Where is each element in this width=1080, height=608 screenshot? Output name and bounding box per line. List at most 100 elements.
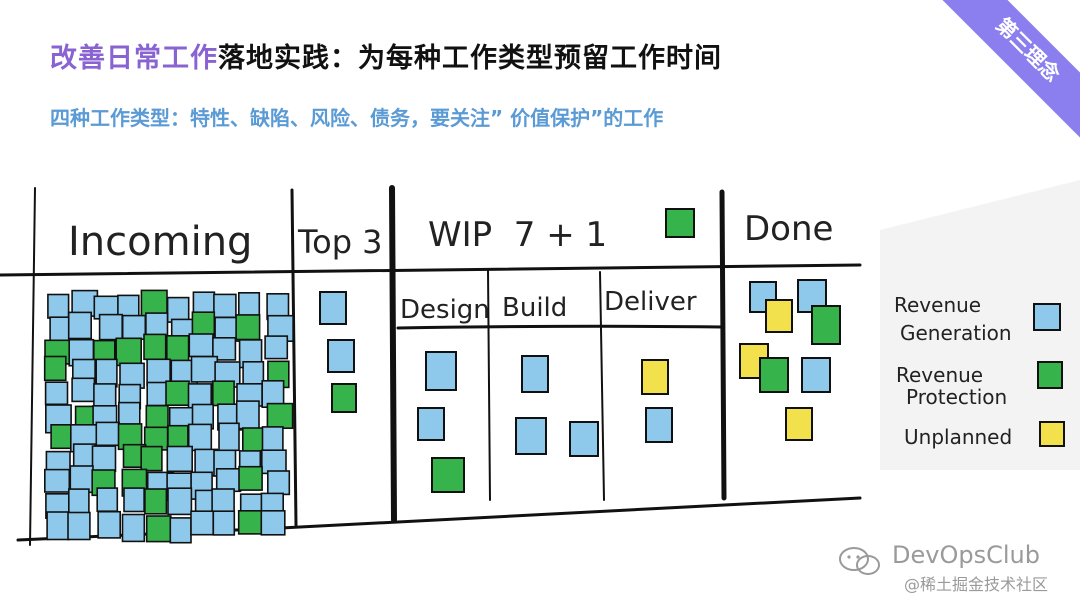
legend-label-2a: Revenue [896,363,983,387]
card-yellow [641,359,669,395]
incoming-cards [43,289,294,544]
card-blue [242,360,265,387]
card-green [238,465,263,491]
legend-label-1b: Generation [900,321,1012,345]
card-blue [95,358,118,388]
card-blue [188,333,214,358]
card-blue [67,311,92,340]
watermark-sub: @稀土掘金技术社区 [904,575,1049,594]
column-header-done: Done [744,209,833,249]
card-blue [97,510,121,539]
title-rest: 落地实践：为每种工作类型预留工作时间 [218,43,722,74]
card-green [759,357,789,393]
wip-sub-header-line [396,324,724,330]
card-blue [96,487,119,513]
card-blue [569,421,599,457]
card-blue [44,381,69,406]
board-left-line [29,187,36,546]
subcolumn-header-design: Design [400,295,490,325]
card-green [43,355,67,382]
card-blue [260,449,287,475]
card-blue [235,400,260,430]
done-cards [739,279,841,441]
column-header-top3: Top 3 [297,223,383,261]
card-blue [645,407,673,443]
card-green [143,333,167,361]
card-blue [260,509,286,536]
legend-label-3: Unplanned [904,425,1012,449]
legend: Revenue Generation Revenue Protection Un… [894,293,1065,449]
subcolumn-header-deliver: Deliver [604,287,697,317]
card-blue [47,293,70,319]
card-blue [521,355,549,393]
card-blue [146,381,169,407]
card-blue [67,511,91,541]
card-blue [212,510,236,536]
card-blue [190,510,215,536]
legend-swatch-yellow [1039,421,1065,447]
wechat-icon [839,547,880,575]
page-subtitle: 四种工作类型：特性、缺陷、风险、债务，要关注” 价值保护”的工作 [50,106,664,130]
card-blue [264,335,289,360]
card-green [235,314,261,341]
card-green [431,457,465,493]
legend-swatch-green [1037,361,1063,389]
top3-divider [389,185,397,523]
card-blue [98,313,123,341]
card-blue [95,421,120,447]
card-blue [49,316,72,342]
card-blue [68,488,90,517]
card-green [237,509,264,535]
card-blue [266,470,291,496]
card-green [50,423,74,450]
card-green [811,305,841,345]
card-green [266,402,294,430]
legend-label-2b: Protection [906,385,1007,409]
card-blue [123,487,145,513]
watermark-brand: DevOpsClub [892,541,1040,569]
card-blue [212,336,237,361]
card-green [144,488,168,515]
header-divider [0,263,862,277]
card-green [331,383,357,413]
card-blue [169,517,192,544]
card-blue [211,488,235,515]
card-blue [425,351,457,391]
wip-extra-card [665,208,695,238]
card-blue [801,357,831,393]
card-blue [167,487,193,516]
card-blue [218,422,240,452]
legend-swatch-blue [1033,303,1061,331]
card-green [140,445,163,472]
card-blue [166,445,194,473]
board-grid [0,185,862,546]
card-yellow [765,299,793,333]
card-blue [215,467,242,493]
card-blue [327,339,355,373]
subcolumn-header-build: Build [502,293,567,323]
top3-cards [319,291,357,413]
card-blue [319,291,347,325]
card-blue [43,468,71,493]
column-header-incoming: Incoming [68,219,252,265]
card-yellow [785,407,813,441]
design-divider [487,269,491,501]
card-blue [166,296,190,323]
build-divider [599,271,605,501]
card-blue [515,417,547,455]
card-green [166,334,190,364]
card-green [115,337,142,367]
card-blue [261,426,284,454]
column-header-wip: WIP 7 + 1 [428,215,607,255]
card-blue [71,377,96,403]
card-blue [46,511,70,541]
wip-cards [417,351,673,493]
card-green [191,311,216,338]
legend-label-1a: Revenue [894,293,981,317]
card-blue [121,513,146,543]
card-blue [417,407,445,441]
wip-divider [719,189,727,501]
background-shape [880,180,1080,470]
card-green [212,380,235,407]
